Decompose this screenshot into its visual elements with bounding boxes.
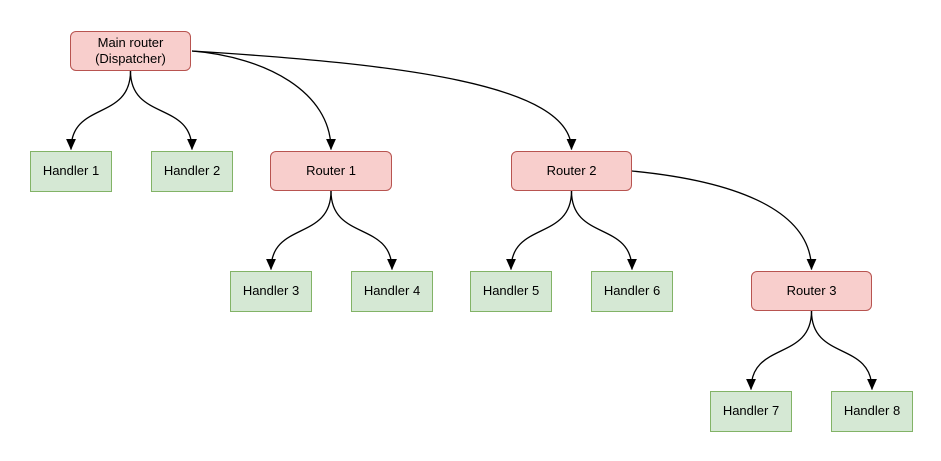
edge-main-to-router-1 bbox=[191, 50, 336, 151]
edge-router-2-to-handler-5 bbox=[506, 190, 573, 271]
edge-router-3-to-handler-8 bbox=[810, 310, 877, 391]
node-router-1: Router 1 bbox=[270, 151, 392, 191]
edge-main-to-handler-2 bbox=[129, 70, 197, 151]
node-handler-3: Handler 3 bbox=[230, 271, 312, 312]
edge-router-2-to-router-3 bbox=[631, 170, 817, 271]
node-handler-4: Handler 4 bbox=[351, 271, 433, 312]
node-handler-7: Handler 7 bbox=[710, 391, 792, 432]
node-router-2: Router 2 bbox=[511, 151, 632, 191]
node-handler-5: Handler 5 bbox=[470, 271, 552, 312]
node-handler-8: Handler 8 bbox=[831, 391, 913, 432]
edge-router-1-to-handler-3 bbox=[266, 190, 332, 271]
edge-main-to-handler-1 bbox=[66, 70, 132, 151]
node-handler-1: Handler 1 bbox=[30, 151, 112, 192]
node-main-router-dispatcher: Main router (Dispatcher) bbox=[70, 31, 191, 71]
node-handler-2: Handler 2 bbox=[151, 151, 233, 192]
edge-router-1-to-handler-4 bbox=[330, 190, 397, 271]
node-handler-6: Handler 6 bbox=[591, 271, 673, 312]
edge-router-3-to-handler-7 bbox=[746, 310, 813, 391]
edge-main-to-router-2 bbox=[191, 50, 577, 151]
node-router-3: Router 3 bbox=[751, 271, 872, 311]
edge-router-2-to-handler-6 bbox=[570, 190, 637, 271]
